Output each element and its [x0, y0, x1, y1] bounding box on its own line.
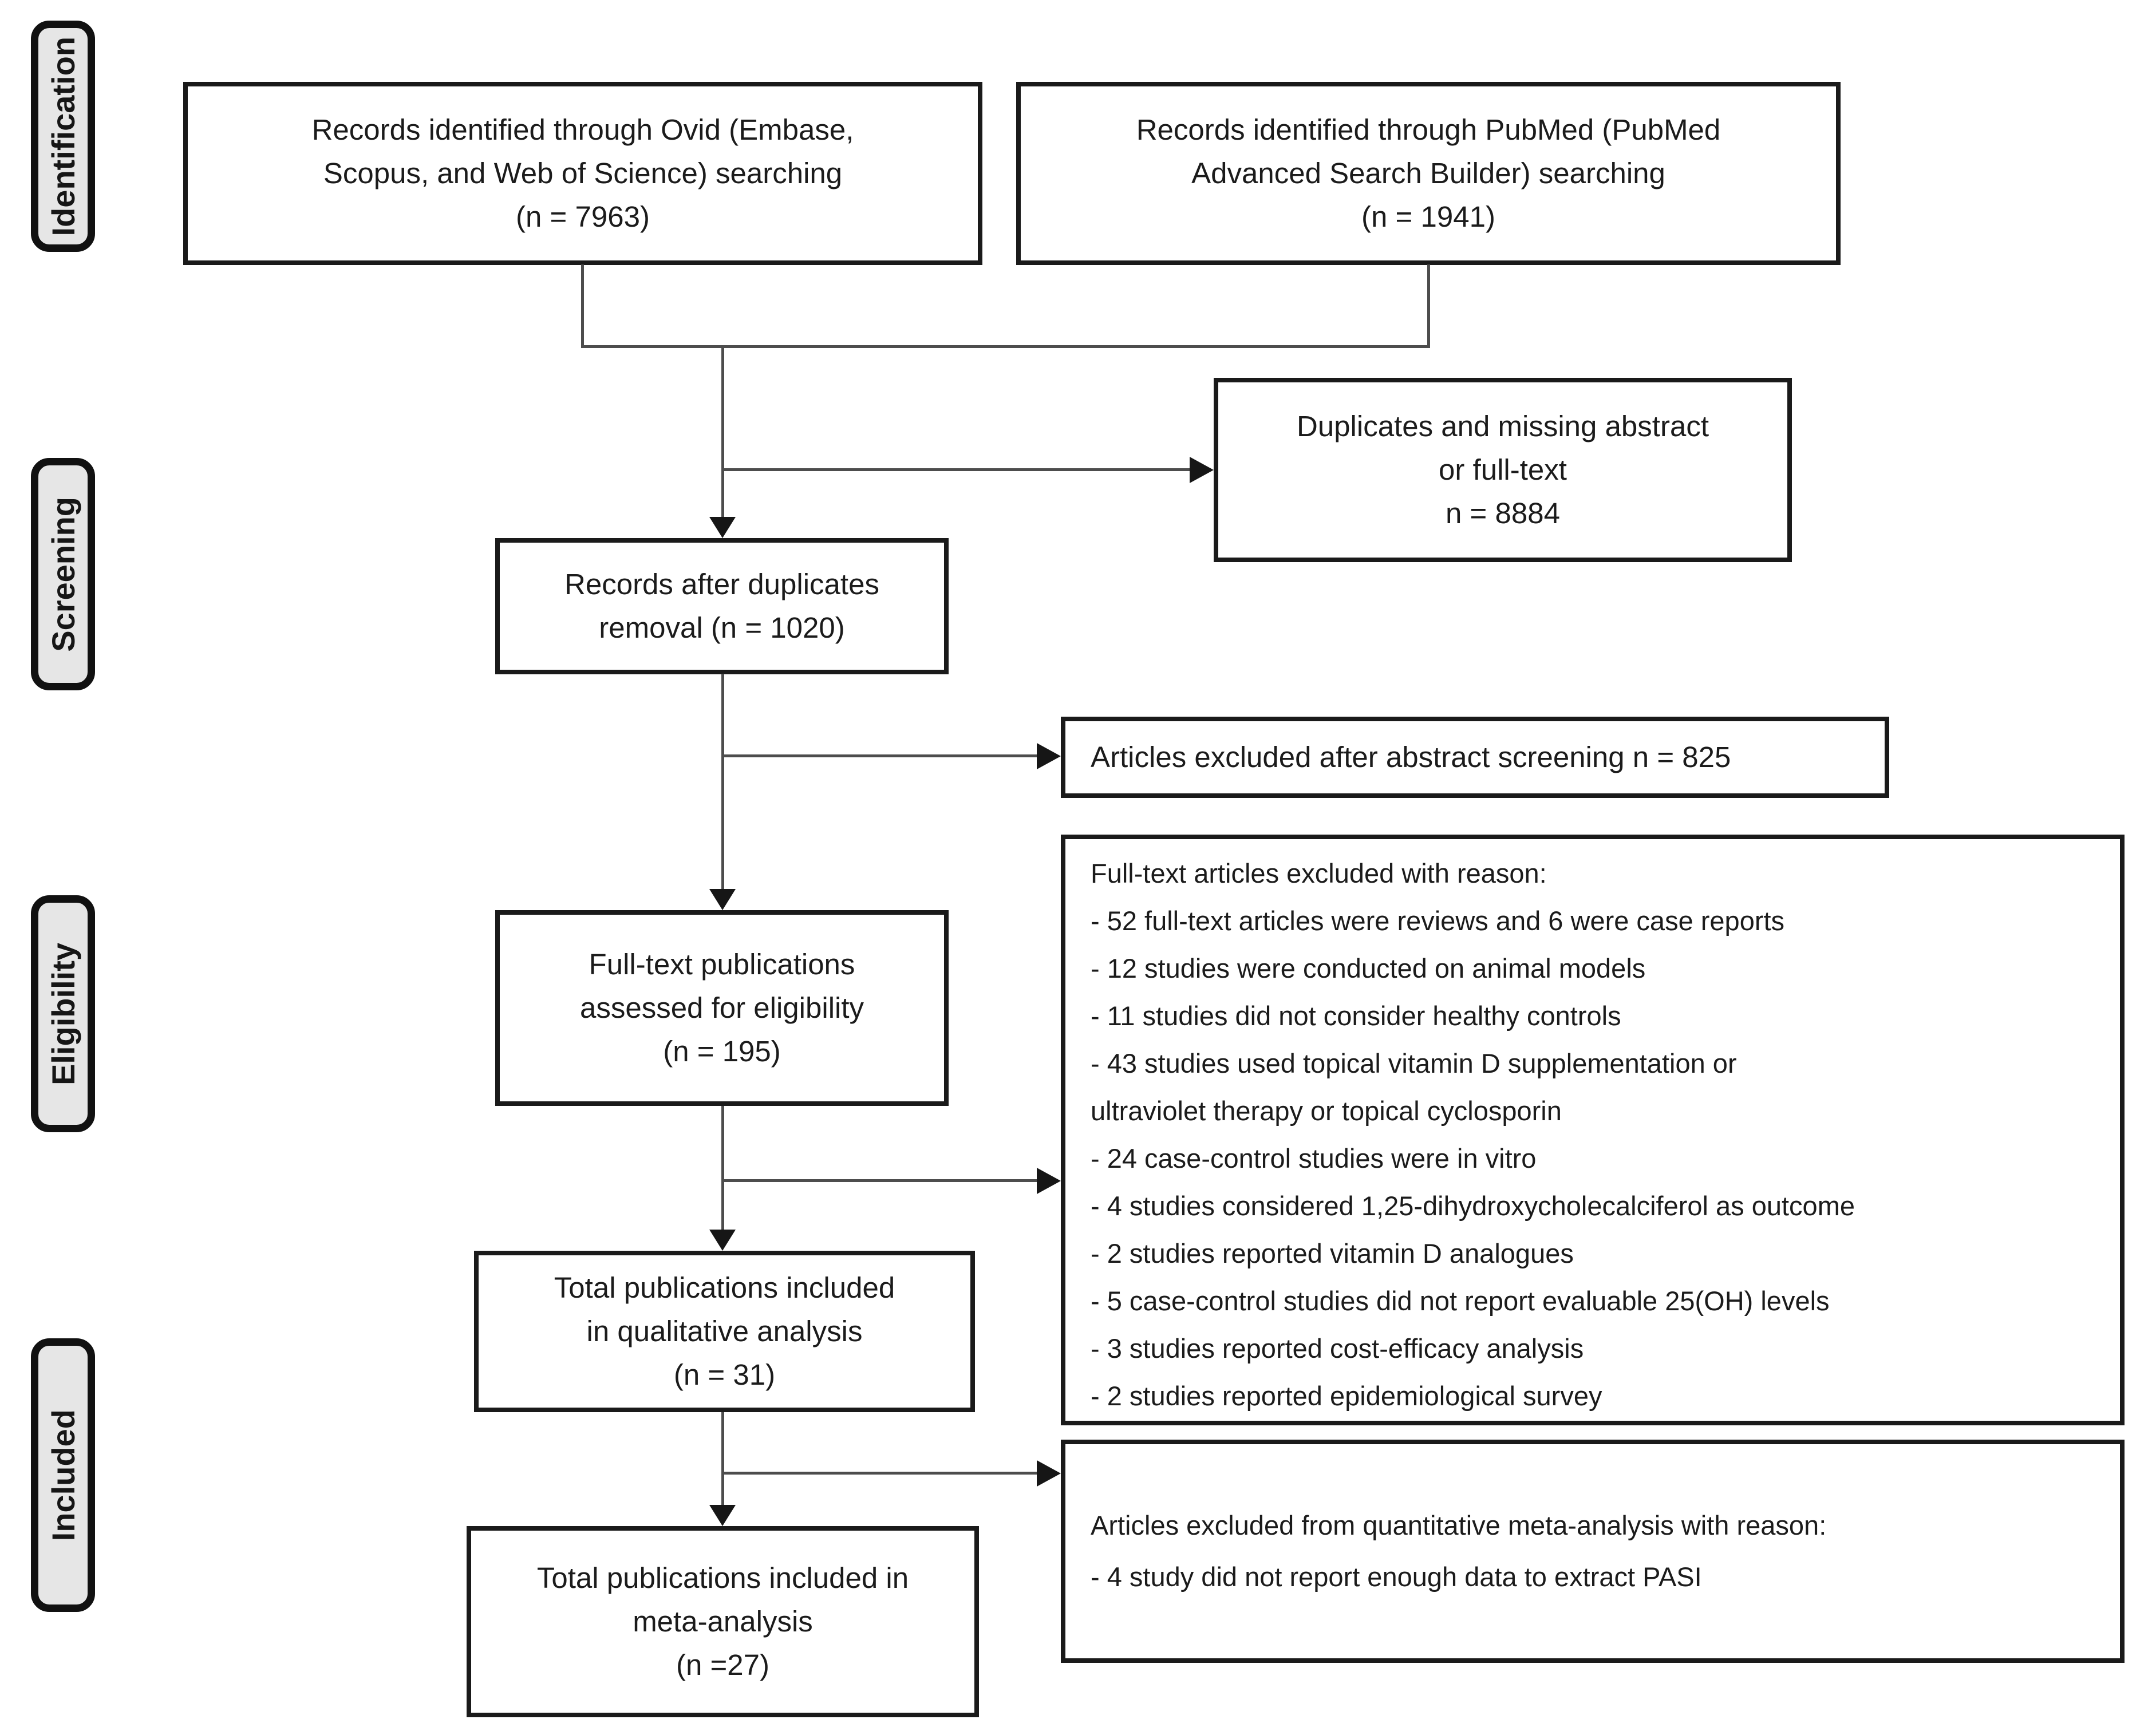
- stage-label-text: Included: [45, 1409, 81, 1542]
- box-line: Advanced Search Builder) searching: [1191, 157, 1665, 189]
- box-line: (n = 1941): [1361, 200, 1495, 233]
- box-line: - 43 studies used topical vitamin D supp…: [1091, 1048, 1737, 1078]
- box-line: (n = 7963): [516, 200, 650, 233]
- box-line: Records identified through PubMed (PubMe…: [1136, 113, 1721, 146]
- stage-label-included: Included: [31, 1338, 95, 1612]
- arrowhead-down-icon: [709, 1230, 736, 1251]
- box-line: - 5 case-control studies did not report …: [1091, 1286, 1830, 1316]
- box-line: - 4 study did not report enough data to …: [1091, 1562, 1702, 1592]
- box-line: Records after duplicates: [564, 568, 879, 600]
- box-line: Scopus, and Web of Science) searching: [323, 157, 843, 189]
- box-fulltext-assessed: Full-text publications assessed for elig…: [495, 910, 949, 1106]
- stage-label-screening: Screening: [31, 458, 95, 690]
- box-line: Total publications included: [554, 1271, 895, 1304]
- box-records-ovid: Records identified through Ovid (Embase,…: [183, 82, 982, 265]
- connector-to-meta-excluded: [722, 1472, 1038, 1475]
- arrowhead-right-icon: [1190, 457, 1214, 483]
- stage-label-text: Screening: [45, 496, 81, 652]
- arrowhead-right-icon: [1037, 1168, 1061, 1194]
- box-excluded-abstract-screening: Articles excluded after abstract screeni…: [1061, 717, 1889, 798]
- stage-label-identification: Identification: [31, 21, 95, 252]
- connector-to-abstract-excluded: [722, 754, 1038, 757]
- box-records-after-duplicates: Records after duplicates removal (n = 10…: [495, 538, 949, 674]
- box-line: - 24 case-control studies were in vitro: [1091, 1143, 1537, 1173]
- arrowhead-right-icon: [1037, 1460, 1061, 1487]
- stage-label-text: Eligibility: [45, 942, 81, 1085]
- box-line: (n =27): [676, 1649, 769, 1681]
- connector-ovid-down: [581, 264, 584, 348]
- box-line: Total publications included in: [536, 1562, 909, 1594]
- stage-label-eligibility: Eligibility: [31, 895, 95, 1132]
- connector-merge-horizontal: [581, 345, 1430, 348]
- connector-to-records-after-duplicates: [721, 346, 724, 520]
- box-duplicates-removed: Duplicates and missing abstract or full-…: [1214, 378, 1792, 562]
- connector-to-duplicates-box: [722, 468, 1191, 471]
- arrowhead-down-icon: [709, 1505, 736, 1526]
- arrowhead-down-icon: [709, 889, 736, 910]
- box-included-qualitative: Total publications included in qualitati…: [474, 1251, 975, 1412]
- box-line: - 12 studies were conducted on animal mo…: [1091, 953, 1646, 983]
- box-line: n = 8884: [1446, 497, 1560, 529]
- box-line: removal (n = 1020): [599, 611, 845, 644]
- box-line: (n = 31): [673, 1358, 776, 1391]
- connector-records-to-fulltext: [721, 674, 724, 891]
- box-line: meta-analysis: [633, 1605, 813, 1638]
- box-line: Full-text publications: [589, 948, 855, 981]
- box-line: Duplicates and missing abstract: [1296, 410, 1709, 442]
- box-records-pubmed: Records identified through PubMed (PubMe…: [1016, 82, 1841, 265]
- box-fulltext-excluded-reasons: Full-text articles excluded with reason:…: [1061, 835, 2125, 1425]
- box-line: in qualitative analysis: [586, 1315, 863, 1347]
- box-line: Articles excluded from quantitative meta…: [1091, 1510, 1827, 1540]
- box-line: or full-text: [1439, 453, 1567, 486]
- box-line: ultraviolet therapy or topical cyclospor…: [1091, 1096, 1562, 1126]
- connector-fulltext-to-qualitative: [721, 1106, 724, 1231]
- connector-to-fulltext-excluded: [722, 1179, 1038, 1182]
- arrowhead-down-icon: [709, 517, 736, 538]
- connector-pubmed-down: [1427, 264, 1430, 348]
- box-line: (n = 195): [663, 1035, 781, 1068]
- box-line: assessed for eligibility: [579, 991, 864, 1024]
- box-line: - 11 studies did not consider healthy co…: [1091, 1001, 1621, 1031]
- box-line: - 2 studies reported vitamin D analogues: [1091, 1238, 1574, 1268]
- box-line: Records identified through Ovid (Embase,: [311, 113, 854, 146]
- box-line: Articles excluded after abstract screeni…: [1091, 741, 1731, 773]
- box-line: Full-text articles excluded with reason:: [1091, 858, 1547, 888]
- stage-label-text: Identification: [45, 36, 81, 236]
- box-line: - 3 studies reported cost-efficacy analy…: [1091, 1333, 1584, 1364]
- connector-qualitative-to-meta: [721, 1412, 724, 1507]
- box-line: - 52 full-text articles were reviews and…: [1091, 906, 1785, 936]
- box-line: - 4 studies considered 1,25-dihydroxycho…: [1091, 1191, 1855, 1221]
- box-included-meta-analysis: Total publications included in meta-anal…: [467, 1526, 979, 1717]
- arrowhead-right-icon: [1037, 743, 1061, 769]
- box-excluded-meta-analysis: Articles excluded from quantitative meta…: [1061, 1440, 2125, 1663]
- box-line: - 2 studies reported epidemiological sur…: [1091, 1381, 1602, 1411]
